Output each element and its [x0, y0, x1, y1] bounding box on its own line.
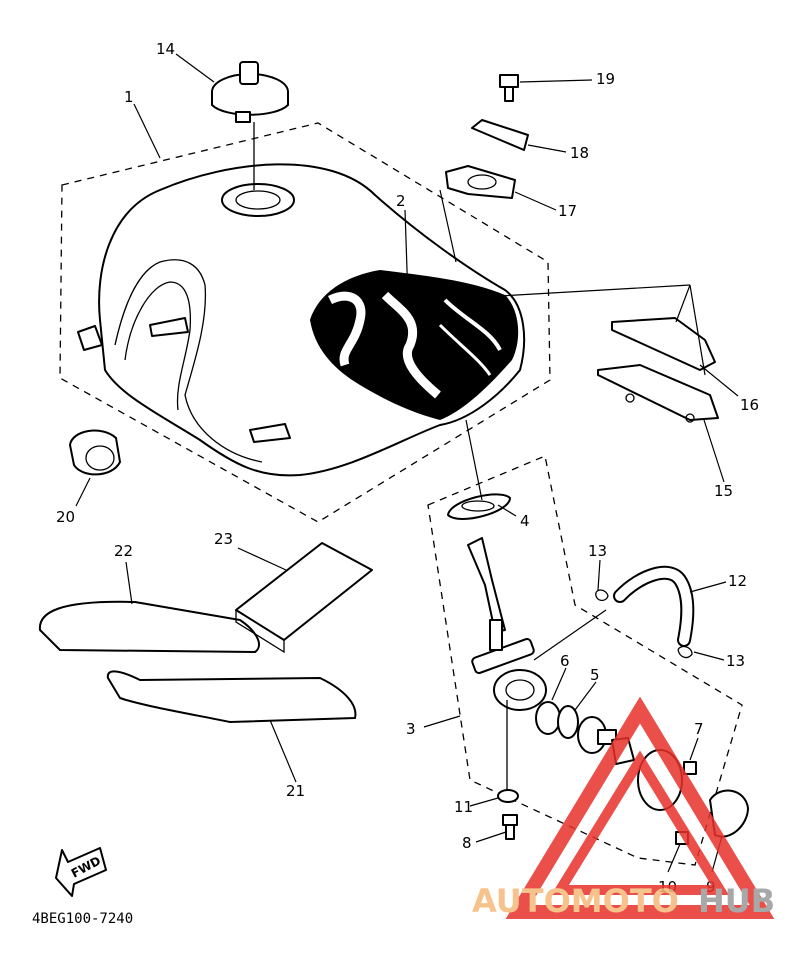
label-19: 19 — [596, 70, 615, 88]
gasket-4 — [447, 493, 511, 520]
label-13-lower: 13 — [726, 652, 745, 670]
pad-23 — [235, 542, 373, 641]
label-16: 16 — [740, 396, 759, 414]
watermark: AUTOMOTO HUB — [472, 696, 775, 920]
forward-arrow: FWD — [55, 847, 107, 897]
washer-11 — [497, 789, 519, 803]
label-11: 11 — [454, 798, 473, 816]
clip-13-upper — [595, 589, 609, 602]
label-22: 22 — [114, 542, 133, 560]
grommet — [69, 429, 121, 476]
label-13-upper: 13 — [588, 542, 607, 560]
label-8: 8 — [462, 834, 472, 852]
label-12: 12 — [728, 572, 747, 590]
diagram-code: 4BEG100-7240 — [32, 911, 133, 927]
leader-lines — [75, 53, 739, 873]
tank-assembly-outline — [59, 122, 551, 523]
label-21: 21 — [286, 782, 305, 800]
label-3: 3 — [406, 720, 416, 738]
label-7: 7 — [694, 720, 704, 738]
pad-21 — [106, 670, 357, 723]
bracket-15 — [597, 364, 719, 421]
screw-7 — [683, 761, 697, 775]
part-number-labels: 1 2 3 4 5 6 7 8 9 10 11 12 13 13 14 15 1… — [56, 40, 759, 896]
label-6: 6 — [560, 652, 570, 670]
label-5: 5 — [590, 666, 600, 684]
label-14: 14 — [156, 40, 175, 58]
label-15: 15 — [714, 482, 733, 500]
plate-6 — [535, 701, 561, 735]
pad-22 — [38, 600, 260, 653]
bracket-18 — [471, 119, 529, 151]
label-23: 23 — [214, 530, 233, 548]
label-1: 1 — [124, 88, 134, 106]
filler-neck — [221, 183, 295, 217]
fuel-tank — [77, 163, 526, 477]
screw-8 — [502, 814, 518, 840]
fuel-cock — [467, 537, 547, 711]
label-18: 18 — [570, 144, 589, 162]
label-20: 20 — [56, 508, 75, 526]
cover-16 — [611, 317, 716, 371]
label-17: 17 — [558, 202, 577, 220]
label-4: 4 — [520, 512, 530, 530]
label-2: 2 — [396, 192, 406, 210]
watermark-inner-triangle-icon — [551, 750, 729, 895]
bolt-19 — [499, 74, 519, 102]
o-ring-5 — [557, 705, 579, 739]
watermark-brand-a: AUTOMOTO — [472, 882, 679, 920]
watermark-brand-b: HUB — [698, 882, 775, 920]
watermark-triangle-icon — [505, 696, 775, 919]
fuel-cap — [211, 61, 289, 123]
clip-13-lower — [677, 645, 693, 659]
pad-17 — [445, 165, 516, 199]
